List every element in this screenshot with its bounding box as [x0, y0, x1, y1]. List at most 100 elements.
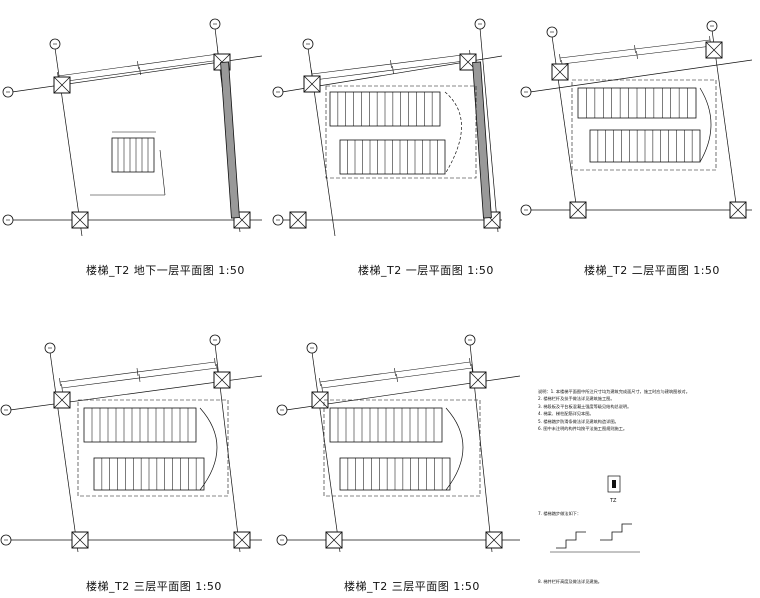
- column-hatch: [213, 371, 231, 389]
- dim-tick: [61, 383, 63, 393]
- column: [289, 211, 307, 229]
- grid-line-left: [49, 351, 79, 553]
- beam-outline: [325, 85, 477, 179]
- dim-tick: [59, 377, 61, 387]
- column: [53, 76, 71, 94]
- stair-flight-lower: [93, 457, 205, 491]
- grid-line-right: [479, 27, 499, 233]
- dim-tick: [138, 373, 141, 383]
- column-hatch: [289, 211, 307, 229]
- column-hatch: [705, 41, 723, 59]
- dimension-line: [559, 35, 711, 63]
- dim-tick: [559, 53, 561, 63]
- column-hatch: [729, 201, 747, 219]
- dimension-line: [321, 363, 473, 393]
- column-hatch: [71, 211, 89, 229]
- beam-outline: [77, 399, 229, 497]
- column: [705, 41, 723, 59]
- notes-details: TZ: [550, 475, 640, 553]
- column-hatch: [53, 76, 71, 94]
- dim-tick: [214, 357, 216, 367]
- plan-title-f1: 楼梯_T2 一层平面图 1:50: [358, 264, 494, 277]
- column: [53, 391, 71, 409]
- landing-arc: [444, 91, 462, 175]
- column-hatch: [325, 531, 343, 549]
- stair-flight-upper: [577, 87, 697, 119]
- plan-title-b1: 楼梯_T2 地下一层平面图 1:50: [86, 264, 245, 277]
- dim-tick: [396, 373, 398, 383]
- dimension-line: [57, 49, 219, 81]
- column: [551, 63, 569, 81]
- stair-flight-lower: [339, 139, 446, 175]
- stair-plan-f1: [272, 18, 503, 237]
- flight-outline: [111, 137, 155, 173]
- dim-tick: [392, 65, 394, 75]
- note-line: 3. 梯段板及平台板混凝土强度等级见结构总说明。: [538, 403, 632, 409]
- stair-flight-upper: [83, 407, 197, 443]
- plan-title-f2: 楼梯_T2 二层平面图 1:50: [584, 264, 720, 277]
- dimension-line: [61, 363, 218, 393]
- plan-title-f3b: 楼梯_T2 三层平面图 1:50: [344, 580, 480, 593]
- dim-tick: [634, 44, 636, 54]
- note-line: 6. 图中未注明的构件均按平法施工图规则施工。: [538, 426, 628, 432]
- grid-line-left: [551, 35, 579, 219]
- dim-tick: [139, 66, 141, 76]
- column: [569, 201, 587, 219]
- stair-flight-lower: [339, 457, 451, 491]
- dim-tick: [137, 60, 139, 70]
- column: [459, 53, 477, 71]
- column: [325, 531, 343, 549]
- landing-arc: [445, 407, 464, 491]
- column: [71, 211, 89, 229]
- column: [729, 201, 747, 219]
- dim-tick: [469, 357, 471, 367]
- stair-flight-upper: [329, 91, 441, 127]
- dim-tick: [136, 367, 139, 377]
- stair-flight-lower: [589, 129, 701, 163]
- stair-plan-f3a: [0, 334, 263, 553]
- column-hatch: [311, 391, 329, 409]
- dim-tick: [471, 363, 473, 373]
- tz-section: [607, 475, 621, 493]
- column-hatch: [485, 531, 503, 549]
- landing-arc: [699, 87, 712, 163]
- tz-label: TZ: [609, 498, 617, 504]
- grid-line-left: [311, 351, 341, 553]
- dimension-line: [319, 357, 471, 387]
- note-line: 说明：1. 本楼梯平面图中所注尺寸均为建筑完成面尺寸，施工时应与建筑图核对。: [538, 389, 690, 394]
- note-line: 7. 楼梯踏步做法如下：: [538, 511, 582, 517]
- stair-plan-f3b: [276, 334, 521, 553]
- dim-tick: [636, 50, 638, 60]
- stair-flight-b1: [111, 137, 155, 173]
- dim-tick: [216, 363, 218, 373]
- grid-line-left: [54, 47, 83, 237]
- note-line: 8. 梯井栏杆高度及做法详见建施。: [538, 578, 602, 584]
- column-hatch: [303, 75, 321, 93]
- column-hatch: [71, 531, 89, 549]
- beam-outline: [571, 79, 717, 171]
- column-hatch: [459, 53, 477, 71]
- column-hatch: [469, 371, 487, 389]
- column: [469, 371, 487, 389]
- stair-plan-f2: [520, 20, 753, 219]
- column-hatch: [569, 201, 587, 219]
- plan-title-f3a: 楼梯_T2 三层平面图 1:50: [86, 580, 222, 593]
- dim-tick: [319, 377, 321, 387]
- beam-outline: [323, 399, 481, 497]
- tz-core: [612, 480, 616, 488]
- column: [213, 371, 231, 389]
- column-hatch: [483, 211, 501, 229]
- stair-arrow: [159, 149, 166, 196]
- dimension-line: [313, 55, 473, 85]
- general-notes: 说明：1. 本楼梯平面图中所注尺寸均为建筑完成面尺寸，施工时应与建筑图核对。 2…: [538, 388, 748, 585]
- note-line: 2. 楼梯栏杆及扶手做法详见建筑施工图。: [538, 396, 615, 402]
- dim-tick: [394, 367, 396, 377]
- wall-hatch: [220, 61, 240, 219]
- column-hatch: [53, 391, 71, 409]
- wall-hatch: [472, 61, 492, 219]
- column: [303, 75, 321, 93]
- grid-line-top: [529, 59, 753, 93]
- column: [71, 531, 89, 549]
- column: [485, 531, 503, 549]
- dim-tick: [321, 383, 323, 393]
